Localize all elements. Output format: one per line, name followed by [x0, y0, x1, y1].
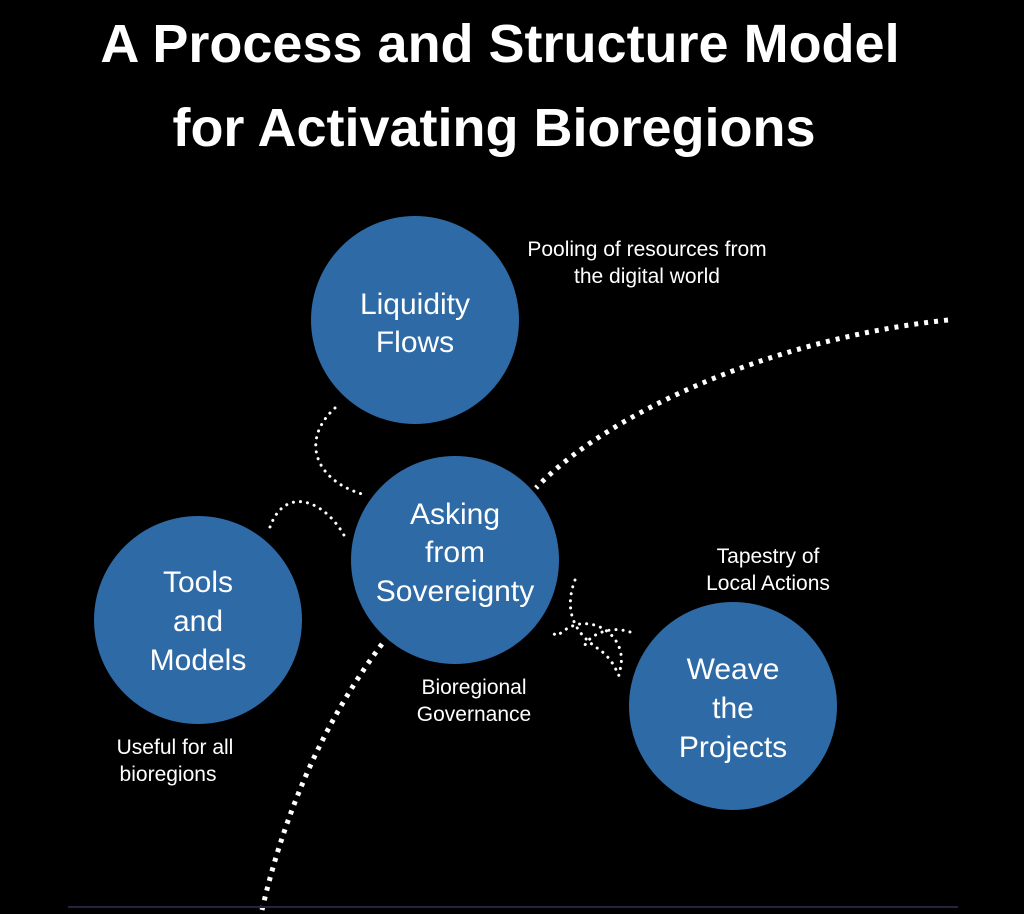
bioregion-boundary-arc — [534, 317, 949, 490]
annotation-governance-2: Governance — [417, 703, 531, 726]
annotation-useful-2: bioregions — [120, 763, 217, 786]
node-tools-label-3: Models — [150, 644, 247, 677]
node-weave-the-projects: Weave the Projects — [629, 602, 837, 810]
connector-liquidity-sovereignty — [314, 406, 364, 496]
annotation-useful-1: Useful for all — [117, 736, 234, 759]
node-weave-label-3: Projects — [679, 731, 787, 764]
node-tools-and-models: Tools and Models — [94, 516, 302, 724]
connector-weave-sovereignty — [550, 578, 623, 677]
page-title-line-2: for Activating Bioregions — [172, 98, 816, 158]
node-weave-label-2: the — [712, 692, 754, 725]
node-liquidity-flows: Liquidity Flows — [311, 216, 519, 424]
bottom-divider — [68, 906, 958, 908]
node-tools-label-2: and — [173, 605, 223, 638]
node-liquidity-label-2: Flows — [376, 326, 454, 359]
node-liquidity-circle — [311, 216, 519, 424]
node-sovereignty-label-2: from — [425, 536, 485, 569]
annotation-tapestry-2: Local Actions — [706, 572, 830, 595]
node-weave-circle — [629, 602, 837, 810]
annotation-governance-1: Bioregional — [421, 676, 526, 699]
annotation-tapestry-1: Tapestry of — [717, 545, 820, 568]
node-sovereignty-label-1: Asking — [410, 498, 500, 531]
connector-tools-sovereignty — [268, 500, 347, 539]
annotation-pooling-1: Pooling of resources from — [527, 238, 766, 261]
node-sovereignty-label-3: Sovereignty — [376, 575, 534, 608]
node-sovereignty-circle — [351, 456, 559, 664]
node-asking-from-sovereignty: Asking from Sovereignty — [351, 456, 559, 664]
node-tools-label-1: Tools — [163, 566, 233, 599]
node-weave-label-1: Weave — [687, 653, 780, 686]
page-title-line-1: A Process and Structure Model — [100, 14, 900, 74]
node-liquidity-label-1: Liquidity — [360, 288, 470, 321]
annotation-pooling-2: the digital world — [574, 265, 720, 288]
node-tools-circle — [94, 516, 302, 724]
connector-weave-loop — [583, 628, 632, 647]
